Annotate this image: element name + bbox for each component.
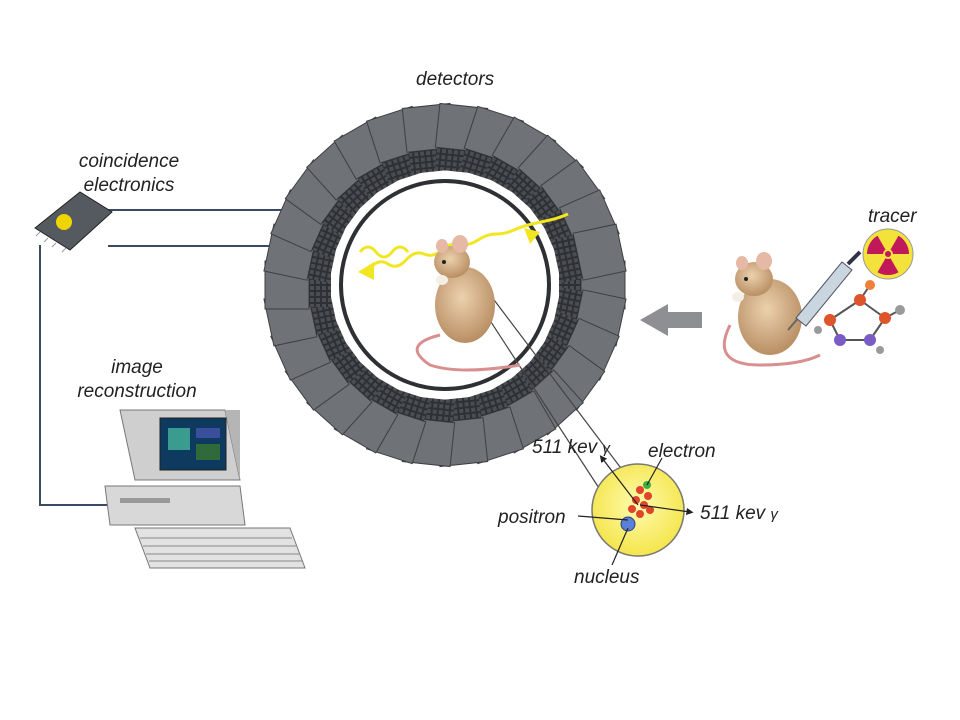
label-nucleus: nucleus <box>574 567 640 588</box>
label-kev-right-text: 511 kev <box>700 503 766 524</box>
label-image-line1: image <box>111 357 163 378</box>
label-coincidence-electronics: coincidence electronics <box>64 150 194 198</box>
label-coincidence-line1: coincidence <box>78 151 180 172</box>
detector-block <box>551 223 627 283</box>
wires <box>39 209 300 506</box>
radiation-icon <box>862 228 914 280</box>
label-electron: electron <box>648 441 716 462</box>
label-tracer: tracer <box>868 206 917 227</box>
gamma-ray-left <box>358 245 410 259</box>
arrow-left-icon <box>640 304 702 336</box>
label-kev-right: 511 kev γ <box>700 502 778 527</box>
syringe-icon <box>787 250 862 331</box>
label-coincidence-line2: electronics <box>83 175 175 196</box>
mouse-icon <box>415 235 521 372</box>
gamma-ray <box>368 212 569 270</box>
label-detectors: detectors <box>416 69 495 90</box>
positron-path <box>628 486 654 518</box>
chip-icon <box>34 191 113 253</box>
detector-ring <box>263 102 627 468</box>
label-image-reconstruction: image reconstruction <box>62 356 212 404</box>
nucleus-dot <box>620 516 636 532</box>
label-positron: positron <box>498 507 566 528</box>
mouse-icon <box>722 252 821 367</box>
label-kev-top: 511 kev γ <box>532 436 610 461</box>
gamma-arrow-right <box>524 228 540 244</box>
computer-icon <box>104 409 306 569</box>
label-kev-top-gamma: γ <box>602 440 610 457</box>
molecule-icon <box>814 280 905 354</box>
label-kev-top-text: 511 kev <box>532 437 598 458</box>
gamma-arrow-left <box>358 262 374 280</box>
atom-diagram <box>577 455 694 566</box>
label-kev-right-gamma: γ <box>770 506 778 523</box>
label-image-line2: reconstruction <box>77 381 197 402</box>
